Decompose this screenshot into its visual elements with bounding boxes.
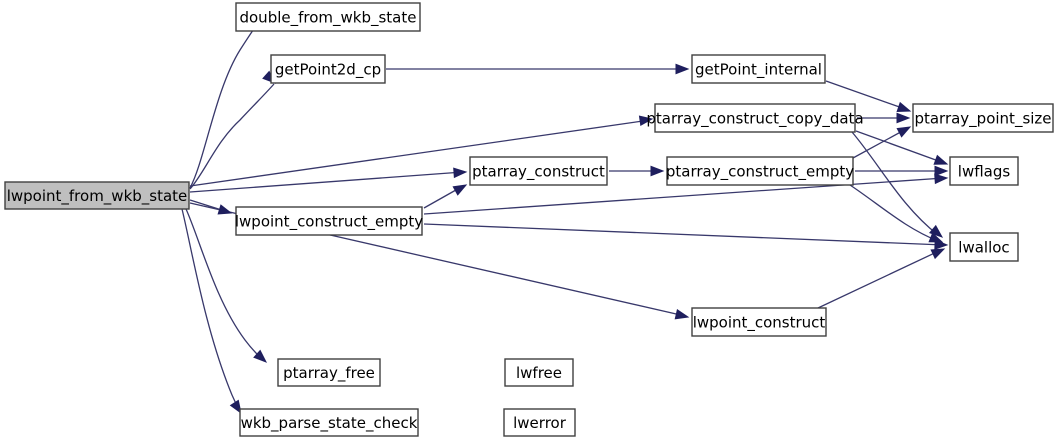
edge-lwpoint_construct_empty-to-lwalloc <box>423 223 945 246</box>
edge-lwpoint_from_wkb_state-to-ptarray_construct_copy_data <box>189 119 651 187</box>
node-box[interactable] <box>235 206 423 236</box>
node-box[interactable] <box>504 358 574 387</box>
node-lwflags[interactable]: lwflags <box>949 156 1019 186</box>
edge-lwpoint_construct-to-lwalloc <box>817 249 942 309</box>
node-box[interactable] <box>666 156 854 186</box>
node-ptarray_free[interactable]: ptarray_free <box>277 358 381 387</box>
arrowhead-icon <box>896 126 912 138</box>
node-box[interactable] <box>949 232 1019 262</box>
node-ptarray_construct[interactable]: ptarray_construct <box>469 156 608 186</box>
arrowhead-icon <box>933 154 949 165</box>
arrowhead-icon <box>650 165 665 177</box>
edge-ptarray_construct_copy_data-to-lwalloc <box>851 131 939 236</box>
node-box[interactable] <box>691 307 827 337</box>
node-lwpoint_construct[interactable]: lwpoint_construct <box>691 307 827 337</box>
node-double_from_wkb_state[interactable]: double_from_wkb_state <box>235 2 421 32</box>
arrowhead-layer <box>217 13 949 415</box>
arrowhead-icon <box>934 165 949 177</box>
node-box[interactable] <box>270 54 386 84</box>
node-box[interactable] <box>235 2 421 32</box>
node-box[interactable] <box>912 103 1054 133</box>
edge-lwpoint_from_wkb_state-to-double_from_wkb_state <box>189 25 257 189</box>
arrowhead-icon <box>930 248 946 260</box>
edge-lwpoint_construct_empty-to-lwflags <box>423 177 945 215</box>
arrowhead-icon <box>638 115 654 127</box>
arrowhead-icon <box>675 63 690 75</box>
arrowhead-icon <box>934 173 949 185</box>
arrowhead-icon <box>453 167 468 179</box>
edge-getPoint_internal-to-ptarray_point_size <box>825 80 909 111</box>
arrowhead-icon <box>929 224 944 238</box>
node-box[interactable] <box>469 156 608 186</box>
node-ptarray_construct_copy_data[interactable]: ptarray_construct_copy_data <box>646 103 864 133</box>
edge-lwpoint_from_wkb_state-to-wkb_parse_state_check <box>181 208 241 413</box>
node-ptarray_point_size[interactable]: ptarray_point_size <box>912 103 1054 133</box>
node-lwpoint_construct_empty[interactable]: lwpoint_construct_empty <box>235 206 423 236</box>
node-getPoint2d_cp[interactable]: getPoint2d_cp <box>270 54 386 84</box>
node-lwfree[interactable]: lwfree <box>504 358 574 387</box>
node-lwalloc[interactable]: lwalloc <box>949 232 1019 262</box>
node-box[interactable] <box>503 408 576 437</box>
node-lwpoint_from_wkb_state[interactable]: lwpoint_from_wkb_state <box>4 181 190 210</box>
node-box[interactable] <box>277 358 381 387</box>
node-box[interactable] <box>4 181 190 210</box>
edge-ptarray_construct_empty-to-ptarray_point_size <box>852 127 909 159</box>
node-box[interactable] <box>239 408 419 437</box>
arrowhead-icon <box>896 112 911 124</box>
arrowhead-icon <box>229 399 242 415</box>
arrowhead-icon <box>896 101 912 112</box>
edge-lwpoint_from_wkb_state-to-getPoint2d_cp <box>189 83 275 190</box>
arrowhead-icon <box>452 184 468 196</box>
node-box[interactable] <box>654 103 856 133</box>
node-box[interactable] <box>949 156 1019 186</box>
node-ptarray_construct_empty[interactable]: ptarray_construct_empty <box>666 156 854 186</box>
node-getPoint_internal[interactable]: getPoint_internal <box>691 54 826 84</box>
arrowhead-icon <box>674 308 690 320</box>
edge-ptarray_construct_empty-to-lwalloc <box>849 184 939 242</box>
node-box[interactable] <box>691 54 826 84</box>
node-layer: lwpoint_from_wkb_state double_from_wkb_st… <box>4 2 1054 437</box>
arrowhead-icon <box>253 349 268 363</box>
node-wkb_parse_state_check[interactable]: wkb_parse_state_check <box>239 408 419 437</box>
arrowhead-icon <box>934 239 949 250</box>
edge-ptarray_construct_copy_data-to-lwflags <box>855 130 945 164</box>
edge-lwpoint_from_wkb_state-to-ptarray_construct <box>189 171 464 193</box>
node-lwerror[interactable]: lwerror <box>503 408 576 437</box>
arrowhead-icon <box>217 204 233 215</box>
